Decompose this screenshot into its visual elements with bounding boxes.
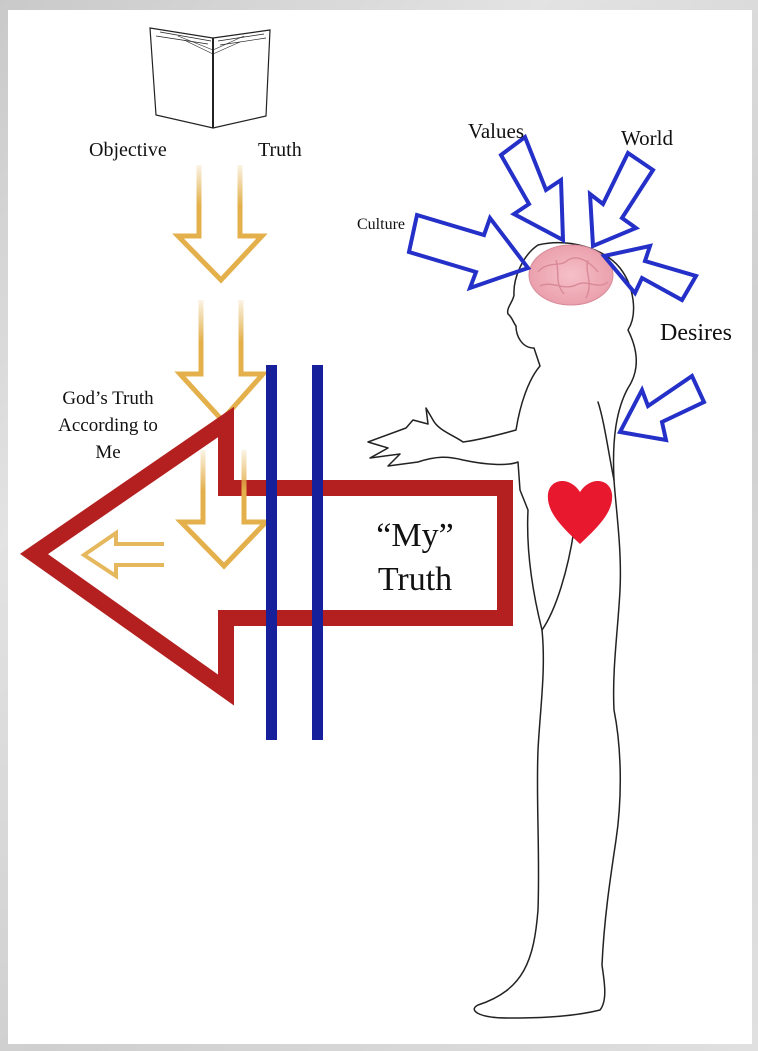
diagram-canvas: Objective Truth Values World Culture Des… (8, 10, 752, 1044)
label-gods-truth-line: According to (38, 412, 178, 439)
blue-arrow-culture (409, 215, 528, 288)
label-desires: Desires (660, 320, 732, 347)
label-objective: Objective (89, 139, 167, 162)
label-my-truth-line: “My” (360, 514, 470, 558)
book-icon (150, 28, 270, 128)
gold-arrow-small-left (84, 533, 164, 576)
label-my-truth: “My” Truth (360, 514, 470, 602)
blue-arrow-desires (620, 376, 704, 440)
brain-icon (529, 245, 613, 305)
gold-arrow-middle (180, 300, 263, 420)
human-figure (368, 243, 636, 1018)
blue-arrow-values (501, 137, 563, 240)
blue-bar-right (312, 365, 323, 740)
gold-arrow-upper (178, 165, 262, 280)
blue-arrow-world (590, 153, 653, 246)
label-values: Values (468, 119, 524, 144)
label-gods-truth-line: God’s Truth (38, 385, 178, 412)
label-gods-truth: God’s Truth According to Me (38, 385, 178, 466)
label-culture: Culture (357, 216, 405, 234)
label-truth: Truth (258, 139, 302, 162)
label-my-truth-line: Truth (360, 558, 470, 602)
label-gods-truth-line: Me (38, 439, 178, 466)
label-world: World (621, 126, 673, 151)
blue-bar-left (266, 365, 277, 740)
